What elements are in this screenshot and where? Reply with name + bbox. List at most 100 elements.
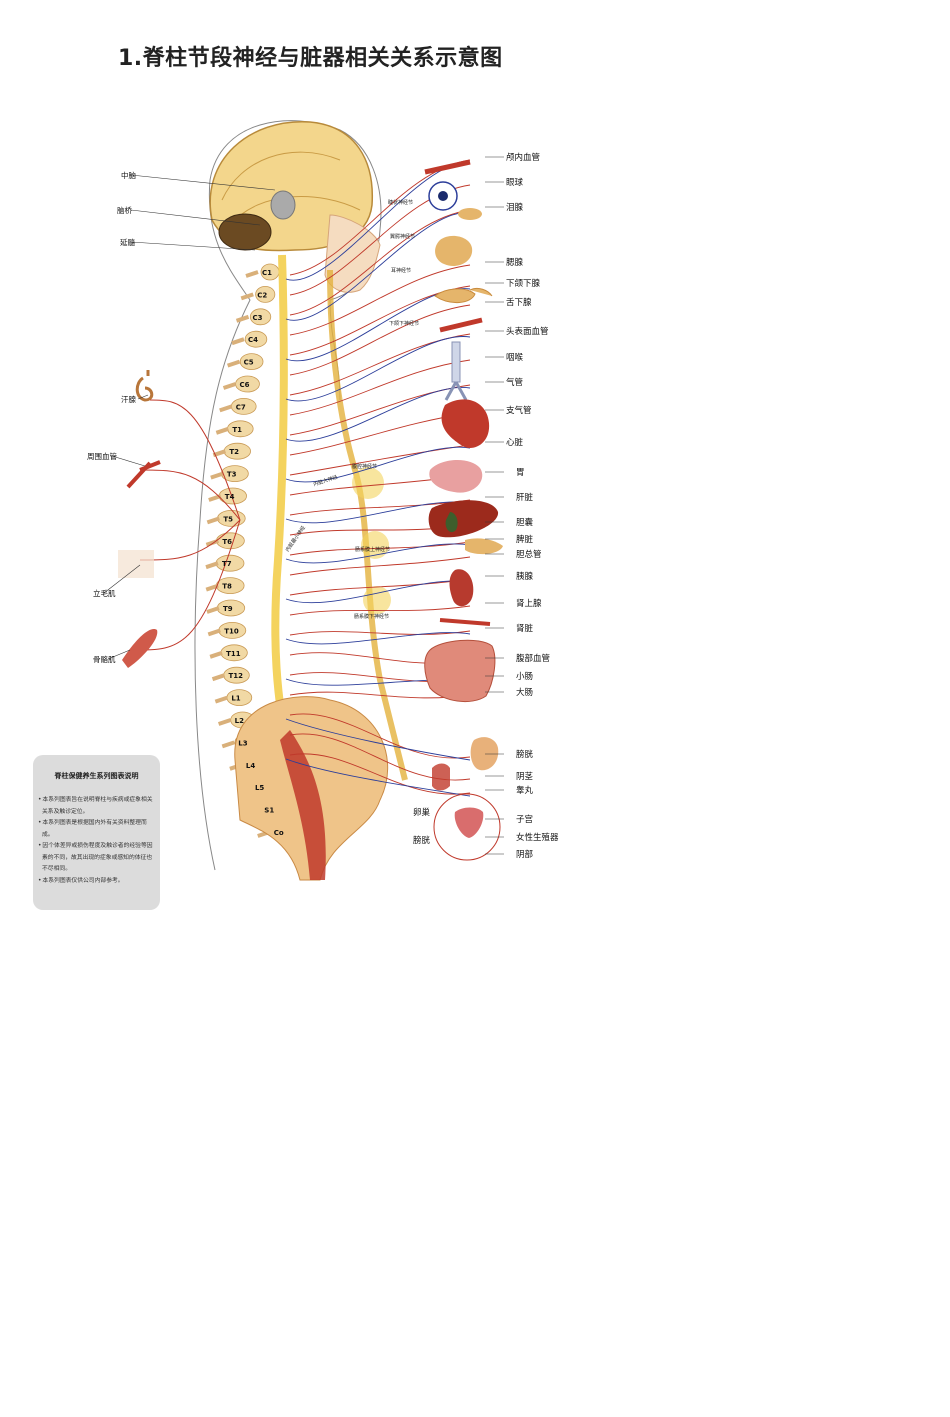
label-testis: 睾丸 — [516, 785, 534, 796]
label-lesser-splanchnic: 内脏最小神经 — [284, 525, 307, 554]
spine-segment-label: C1 — [262, 269, 272, 277]
sweat-gland-shape — [135, 370, 154, 402]
nerve-blue — [285, 212, 471, 321]
spine-segment-label: T7 — [222, 560, 232, 568]
vertebra-process — [215, 426, 229, 435]
spine-segment-label: C2 — [257, 291, 267, 299]
nerve-red — [289, 359, 471, 416]
label-pancreas: 胰腺 — [516, 571, 534, 582]
vertebra-process — [205, 583, 219, 592]
organ-kidney — [449, 569, 474, 607]
label-trachea: 气管 — [506, 377, 523, 388]
label-bronchus: 支气管 — [506, 405, 532, 416]
nerve-peripheral — [139, 469, 241, 521]
organ-heart — [441, 399, 490, 449]
note-item: 本系列图表旨在说明脊柱与疾病或症象相关关系及触诊定位。 — [37, 795, 157, 818]
psoas-muscle — [280, 730, 326, 880]
label-abdominal-vessel: 腹部血管 — [516, 653, 550, 664]
label-lacrimal-gland: 泪腺 — [506, 202, 524, 213]
nerve-blue — [285, 446, 471, 483]
organ-abdominal-vessel — [439, 618, 491, 626]
vertebra-process — [210, 471, 224, 480]
nerve-red — [289, 713, 471, 759]
leader-line — [111, 455, 146, 467]
label-peripheral-vessel: 周围血管 — [87, 451, 117, 461]
label-liver: 肝脏 — [516, 492, 534, 503]
vertebra-process — [219, 404, 233, 413]
spine-segment-label: L5 — [255, 784, 264, 792]
spine-segment-label: T5 — [223, 515, 233, 523]
celiac-ganglion — [352, 467, 384, 499]
note-item: 本系列图表是根据国内外有关资料整理而成。 — [37, 818, 157, 841]
vertebra — [255, 285, 276, 303]
label-vulva: 阴部 — [516, 849, 534, 860]
label-kidney: 肾脏 — [516, 623, 534, 634]
label-submandibular-gland: 下颌下腺 — [506, 278, 541, 289]
label-female-genitals: 女性生殖器 — [516, 832, 559, 843]
organ-bronchus — [444, 381, 468, 401]
vertebra-process — [207, 628, 221, 637]
label-greater-splanchnic: 内脏大神经 — [312, 474, 338, 488]
label-arrector-pili: 立毛肌 — [93, 588, 116, 598]
peripheral-vessel-shape — [126, 460, 161, 489]
nerve-red — [289, 304, 471, 376]
organ-bladder — [470, 737, 499, 771]
organ-uterus — [454, 807, 484, 838]
vertebra — [244, 330, 268, 348]
face — [324, 214, 381, 293]
label-stomach: 胃 — [516, 468, 525, 478]
nerve-diagram: 中脑 脑桥 延髓 汗腺 周围血管 立毛肌 骨骼肌 睫状神经节 翼腭神经节 耳神经… — [87, 120, 559, 881]
leader-line — [107, 649, 131, 660]
nerve-peripheral — [134, 519, 241, 651]
vertebra-process — [205, 538, 220, 547]
spine-segment-label: L4 — [246, 762, 255, 770]
inferior-mesenteric-ganglion — [363, 586, 391, 614]
label-sublingual-gland: 舌下腺 — [506, 297, 532, 308]
label-midbrain: 中脑 — [121, 170, 136, 180]
spine-segment-label: T10 — [224, 627, 239, 635]
nerve-red — [289, 264, 471, 336]
nerve-red — [289, 209, 471, 316]
spine-segment-label: C4 — [248, 336, 258, 344]
label-medulla: 延髓 — [120, 237, 135, 247]
note-title: 脊柱保健养生系列图表说明 — [54, 772, 139, 780]
nerve-blue — [285, 336, 471, 402]
label-inferior-mesenteric-ganglion: 肠系膜下神经节 — [354, 613, 389, 620]
vertebra-process — [211, 673, 226, 682]
label-throat: 咽喉 — [506, 352, 524, 363]
vertebra-process — [226, 359, 241, 368]
organ-liver — [428, 500, 499, 538]
vertebra-process — [217, 718, 232, 726]
spine-segment-label: T11 — [226, 650, 241, 658]
label-otic-ganglion: 耳神经节 — [391, 267, 411, 274]
label-superior-mesenteric-ganglion: 肠系膜上神经节 — [355, 546, 390, 553]
right-labels: 颅内血管 眼球 泪腺 腮腺 下颌下腺 舌下腺 头表面血管 咽喉 气管 支气管 心… — [413, 152, 559, 860]
label-pons: 脑桥 — [117, 205, 132, 215]
label-pterygopalatine-ganglion: 翼腭神经节 — [390, 233, 415, 240]
vertebra-process — [214, 695, 228, 704]
label-heart: 心脏 — [506, 437, 524, 448]
arrector-pili-shape — [118, 550, 154, 578]
nerve-blue — [285, 718, 471, 761]
organ-head-vessel — [439, 317, 483, 333]
organ-throat — [451, 341, 461, 383]
label-celiac-ganglion: 腹腔神经节 — [352, 463, 377, 470]
leader-lines — [103, 156, 504, 855]
nerve-red — [289, 630, 471, 636]
vertebra-process — [205, 561, 219, 570]
spine-segment-label: L2 — [235, 717, 244, 725]
spine-segment-label: T2 — [229, 448, 239, 456]
leader-line — [130, 174, 276, 191]
leader-line — [130, 209, 261, 226]
spine-segment-label: S1 — [264, 807, 274, 815]
spine-segment-label: C3 — [253, 314, 263, 322]
spine-segment-label: T8 — [222, 583, 232, 591]
note-list: 本系列图表旨在说明脊柱与疾病或症象相关关系及触诊定位。 本系列图表是根据国内外有… — [37, 795, 157, 887]
vertebra-process — [222, 382, 237, 390]
nerve-red — [289, 578, 471, 596]
label-small-intestine: 小肠 — [516, 671, 533, 682]
vertebra-process — [209, 650, 223, 659]
label-adrenal-gland: 肾上腺 — [516, 598, 542, 609]
leader-line — [137, 394, 149, 400]
nerve-blue — [285, 758, 471, 797]
